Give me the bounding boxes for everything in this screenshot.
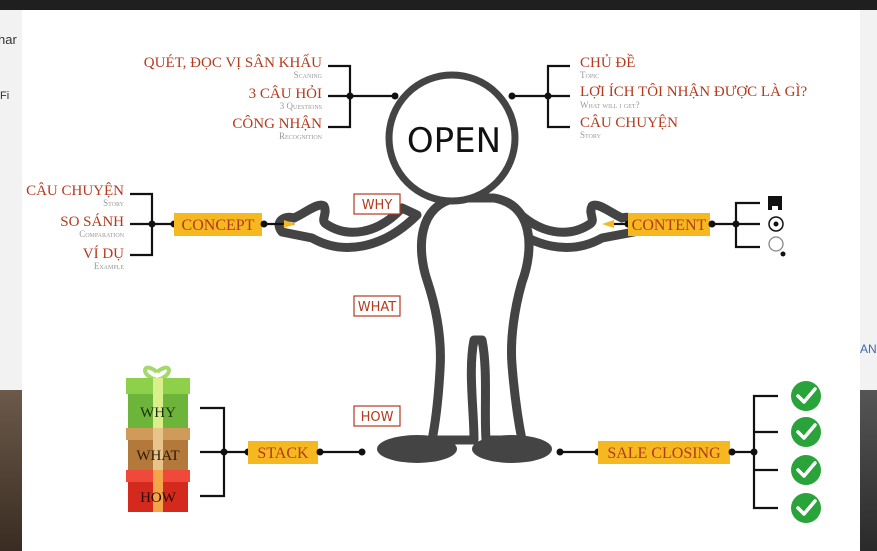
content-group: CONTENT — [602, 196, 786, 257]
bracket-line — [546, 64, 570, 129]
connector-dot — [556, 448, 564, 456]
connector-dot — [260, 220, 268, 228]
concept-group: CÂU CHUYỆN Story SO SÁNH Comparation VÍ … — [26, 182, 296, 271]
open-right-item-title: LỢI ÍCH TÔI NHẬN ĐƯỢC LÀ GÌ? — [580, 83, 808, 100]
background-fragment-text: har — [0, 32, 17, 47]
connector-dot — [148, 220, 156, 228]
connector-dot — [346, 92, 354, 100]
open-right-item-title: CHỦ ĐỀ — [580, 54, 635, 71]
background-right-strip: AN — [860, 10, 877, 551]
gift-ribbon — [153, 428, 163, 470]
bracket-line — [752, 394, 778, 510]
dot-circle-icon — [768, 216, 784, 232]
open-right-item-sub: Topic — [580, 70, 599, 80]
how-tag: HOW — [353, 405, 401, 427]
stack-label: STACK — [257, 445, 309, 462]
open-right-item-title: CÂU CHUYỆN — [580, 114, 678, 131]
sale-closing-group: SALE CLOSING — [556, 381, 821, 523]
open-left-item-sub: Recognition — [279, 131, 323, 141]
content-box — [628, 213, 710, 236]
background-left-strip: har Fi — [0, 10, 22, 551]
check-circle-icon — [791, 455, 821, 485]
body — [417, 193, 534, 445]
check-circle-icon — [791, 417, 821, 447]
stack-box — [248, 441, 318, 464]
open-left-group: QUÉT, ĐỌC VỊ SÂN KHẤU Scaning 3 CÂU HỎI … — [144, 54, 399, 141]
right-foot — [472, 435, 552, 463]
gift-box-how: HOW — [126, 470, 190, 512]
background-fragment-text: Fi — [0, 90, 10, 102]
concept-item-sub: Comparation — [79, 229, 124, 239]
gift-ribbon — [153, 470, 163, 512]
connector-dot — [708, 220, 716, 228]
open-right-group: CHỦ ĐỀ Topic LỢI ÍCH TÔI NHẬN ĐƯỢC LÀ GÌ… — [508, 54, 808, 140]
connector-dot — [220, 448, 228, 456]
gift-label: WHAT — [136, 448, 179, 464]
open-left-item-sub: 3 Questions — [280, 101, 322, 111]
concept-item-title: SO SÁNH — [60, 213, 124, 230]
content-label: CONTENT — [632, 217, 707, 234]
why-label: WHY — [362, 198, 393, 213]
gift-box-why: WHY — [126, 365, 190, 428]
concept-item-sub: Story — [103, 198, 125, 208]
why-tag: WHY — [353, 193, 401, 215]
sales-presentation-diagram: QUÉT, ĐỌC VỊ SÂN KHẤU Scaning 3 CÂU HỎI … — [26, 54, 821, 523]
arrow-icon — [602, 220, 614, 228]
open-left-item-title: CÔNG NHẬN — [232, 115, 322, 132]
head-label: OPEN — [407, 121, 501, 161]
left-foot — [377, 435, 457, 463]
concept-item-sub: Example — [94, 261, 125, 271]
what-tag: WHAT — [353, 295, 401, 317]
how-label: HOW — [361, 410, 394, 425]
tag-box — [353, 405, 401, 427]
left-arm — [274, 200, 422, 252]
image-viewer-panel: QUÉT, ĐỌC VỊ SÂN KHẤU Scaning 3 CÂU HỎI … — [22, 10, 860, 551]
concept-item-title: VÍ DỤ — [83, 245, 124, 262]
gift-label: WHY — [140, 405, 176, 421]
concept-label: CONCEPT — [182, 217, 255, 234]
open-left-item-sub: Scaning — [294, 70, 323, 80]
gift-ribbon — [153, 378, 163, 428]
connector-dot — [728, 448, 736, 456]
top-bar — [0, 0, 877, 10]
sale-closing-box — [598, 441, 730, 464]
concept-item-title: CÂU CHUYỆN — [26, 182, 124, 199]
connector-dot — [358, 448, 366, 456]
connector-dot — [316, 448, 324, 456]
head — [385, 71, 519, 205]
sale-closing-label: SALE CLOSING — [607, 445, 721, 462]
bracket-line — [200, 406, 226, 498]
stick-figure: OPEN — [274, 71, 642, 463]
arrow-icon — [284, 220, 296, 228]
what-label: WHAT — [358, 300, 397, 315]
tag-box — [353, 193, 401, 215]
bracket-line — [734, 201, 760, 249]
concept-box — [174, 213, 262, 236]
check-circle-icon — [791, 381, 821, 411]
open-right-item-sub: What will i get? — [580, 100, 640, 110]
circle-icon — [768, 236, 786, 257]
open-right-item-sub: Story — [580, 130, 602, 140]
connector-dot — [391, 92, 399, 100]
background-photo — [0, 390, 22, 551]
gift-box-what: WHAT — [126, 428, 190, 470]
stack-group: WHY WHAT HOW STACK — [126, 365, 366, 512]
background-photo — [860, 390, 877, 551]
square-icon — [768, 196, 782, 210]
tag-box — [353, 295, 401, 317]
open-left-item-title: 3 CÂU HỎI — [249, 85, 322, 102]
open-left-item-title: QUÉT, ĐỌC VỊ SÂN KHẤU — [144, 54, 322, 71]
check-circle-icon — [791, 493, 821, 523]
background-fragment-text: AN — [860, 342, 877, 356]
gift-label: HOW — [140, 490, 177, 506]
connector-dot — [508, 92, 516, 100]
